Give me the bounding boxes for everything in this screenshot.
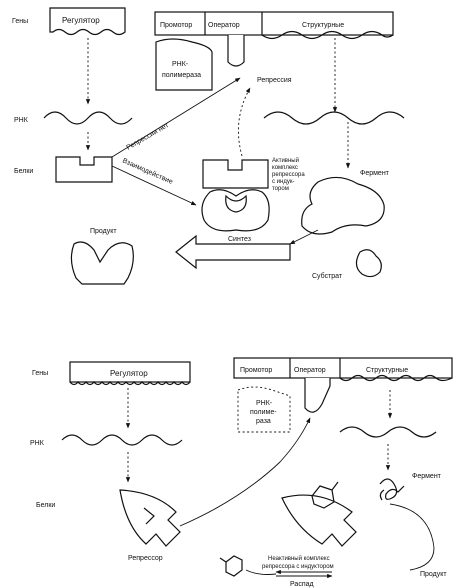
top-rna-wave-left <box>43 111 133 125</box>
top-regulator-label: Регулятор <box>62 16 100 25</box>
bottom-rna-polymerase-line1: РНК- <box>256 400 273 407</box>
top-proteins-label: Белки <box>14 168 33 175</box>
bottom-rna-polymerase-line3: раза <box>256 418 271 425</box>
bottom-diagram: Гены Регулятор Промотор Оператор Структу… <box>30 357 453 588</box>
top-repressor-protein <box>55 156 113 183</box>
top-synthesis-arrow <box>175 234 291 270</box>
top-enzyme-shape <box>301 176 385 235</box>
bottom-inactive-line1: Неактивный комплекс <box>268 555 330 562</box>
top-complex-line3: репрессора <box>272 172 305 178</box>
top-enzyme-label: Фермент <box>360 170 390 177</box>
top-product-shape <box>70 241 134 285</box>
bottom-rna-wave-left <box>61 434 183 446</box>
top-rna-polymerase-line1: РНК- <box>172 61 189 68</box>
top-repression-label: Репрессия <box>257 77 292 84</box>
bottom-promoter-label: Промотор <box>240 367 272 374</box>
top-substrate-label: Субстрат <box>312 272 343 280</box>
bottom-operon: Промотор Оператор Структурные <box>233 357 453 413</box>
top-complex-line2: комплекс <box>272 165 298 171</box>
top-complex-line5: тором <box>272 186 289 192</box>
bottom-structural-label: Структурные <box>366 367 408 374</box>
top-rna-wave-right <box>263 111 405 125</box>
bottom-rna-polymerase-line2: полиме- <box>250 409 277 416</box>
top-diagram: Гены Регулятор Промотор Оператор Структу… <box>12 7 405 285</box>
top-interaction-label: Взаимодействие <box>121 157 174 186</box>
top-operon: Промотор Оператор Структурные <box>154 11 394 67</box>
bottom-inactive-complex <box>281 481 357 547</box>
bottom-rna-wave-right <box>339 426 437 438</box>
bottom-genes-label: Гены <box>32 370 48 377</box>
bottom-product-label: Продукт <box>420 571 447 578</box>
top-synthesis-label: Синтез <box>228 236 251 243</box>
bottom-decay-label: Распад <box>290 581 314 588</box>
top-complex-line4: с индук- <box>272 179 294 185</box>
bottom-enzyme-shape <box>379 478 405 500</box>
bottom-regulator-gene: Регулятор <box>69 361 191 386</box>
bottom-inactive-line2: репрессора с индуктором <box>262 564 334 570</box>
bottom-inducer-shape <box>225 555 243 577</box>
bottom-rna-label: РНК <box>30 440 45 447</box>
top-product-label: Продукт <box>90 228 117 235</box>
top-active-complex: Активный комплекс репрессора с индук- то… <box>201 157 305 232</box>
bottom-rna-polymerase: РНК- полиме- раза <box>237 386 291 433</box>
top-complex-line1: Активный <box>272 157 299 164</box>
top-rna-label: РНК <box>14 117 29 124</box>
top-no-repression-label: Репрессии нет <box>126 122 171 152</box>
top-promoter-label: Промотор <box>160 22 192 29</box>
bottom-repressor-protein <box>119 489 181 547</box>
bottom-regulator-label: Регулятор <box>110 369 148 378</box>
top-rna-polymerase-line2: полимераза <box>162 72 201 79</box>
top-operator-label: Оператор <box>208 22 240 29</box>
bottom-operator-label: Оператор <box>294 367 326 374</box>
top-genes-label: Гены <box>12 18 28 25</box>
bottom-proteins-label: Белки <box>36 502 55 509</box>
top-regulator-gene: Регулятор <box>49 7 126 36</box>
top-structural-label: Структурные <box>302 22 344 29</box>
bottom-enzyme-label: Фермент <box>412 473 442 480</box>
top-rna-polymerase: РНК- полимераза <box>155 38 213 91</box>
bottom-repressor-label: Репрессор <box>128 555 163 562</box>
top-substrate-shape <box>355 249 382 278</box>
